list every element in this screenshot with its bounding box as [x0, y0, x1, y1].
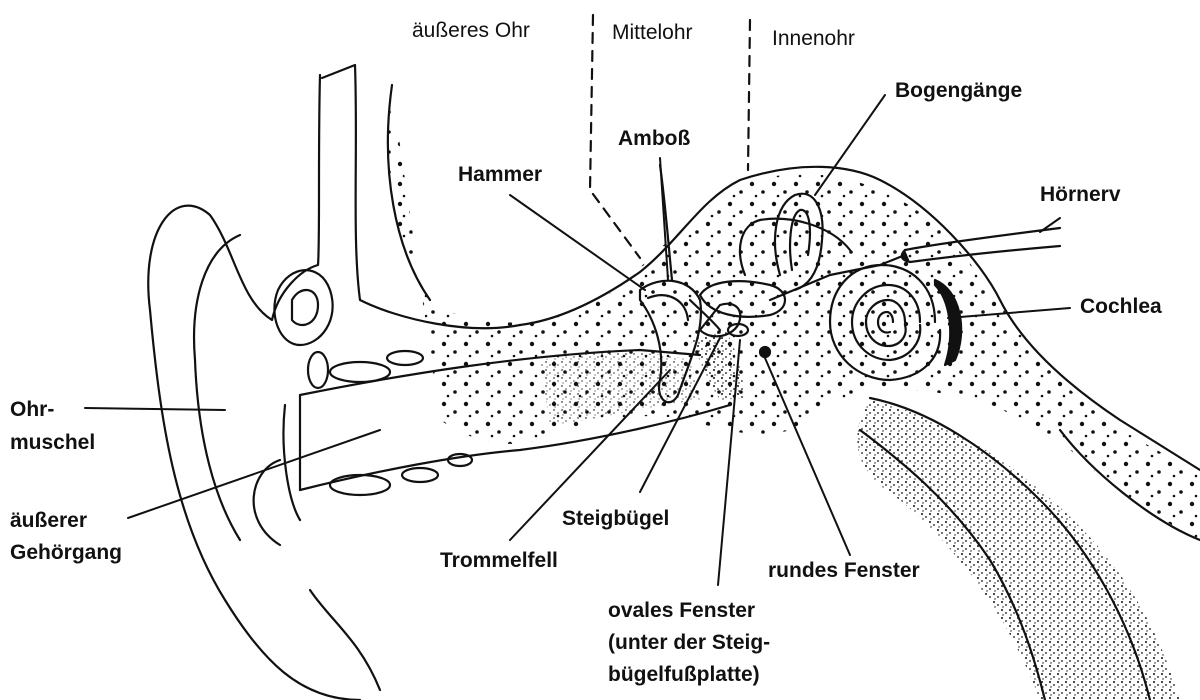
label-ohrmuschel-line2: muschel: [10, 430, 95, 456]
label-gehoergang-line2: Gehörgang: [10, 540, 122, 566]
label-cochlea: Cochlea: [1080, 294, 1162, 320]
label-trommelfell: Trommelfell: [440, 548, 558, 574]
round-window: [760, 347, 770, 357]
label-bogengaenge: Bogengänge: [895, 78, 1022, 104]
region-label-inner-ear: Innenohr: [772, 26, 855, 52]
label-ovales-fenster-line2: (unter der Steig-: [608, 630, 770, 656]
label-ovales-fenster-line1: ovales Fenster: [608, 598, 755, 624]
label-hammer: Hammer: [458, 162, 542, 188]
label-rundes-fenster: rundes Fenster: [768, 558, 920, 584]
label-gehoergang-line1: äußerer: [10, 508, 87, 534]
temporal-bone-stipple: [388, 90, 1200, 540]
pinna-shape: [148, 75, 380, 700]
region-divider-middle-inner: [748, 20, 750, 170]
region-label-outer-ear: äußeres Ohr: [412, 18, 530, 44]
leader-hammer: [510, 195, 645, 290]
label-hoernerv: Hörnerv: [1040, 182, 1121, 208]
region-label-middle-ear: Mittelohr: [612, 20, 693, 46]
label-steigbuegel: Steigbügel: [562, 506, 669, 532]
label-ovales-fenster-line3: bügelfußplatte): [608, 662, 760, 688]
label-ohrmuschel-line1: Ohr-: [10, 397, 54, 423]
leader-ohrmuschel: [85, 408, 225, 410]
label-amboss: Amboß: [618, 126, 690, 152]
